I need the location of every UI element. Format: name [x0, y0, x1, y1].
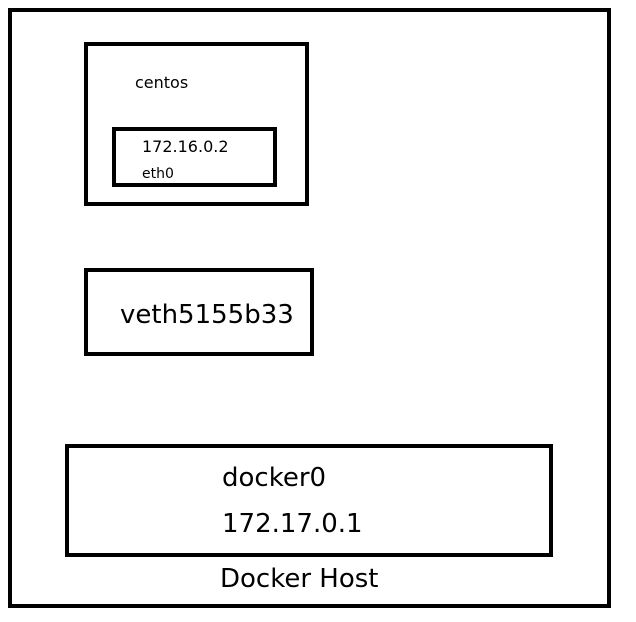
container-interface-name: eth0: [142, 166, 174, 182]
container-interface-box: [112, 127, 277, 187]
veth-box: [84, 268, 314, 356]
container-interface-ip: 172.16.0.2: [142, 137, 229, 156]
bridge-box: [65, 444, 553, 557]
bridge-ip: 172.17.0.1: [222, 509, 363, 539]
veth-name: veth5155b33: [120, 300, 294, 330]
docker-host-label: Docker Host: [220, 564, 379, 594]
bridge-name: docker0: [222, 463, 327, 493]
container-name: centos: [135, 73, 189, 92]
